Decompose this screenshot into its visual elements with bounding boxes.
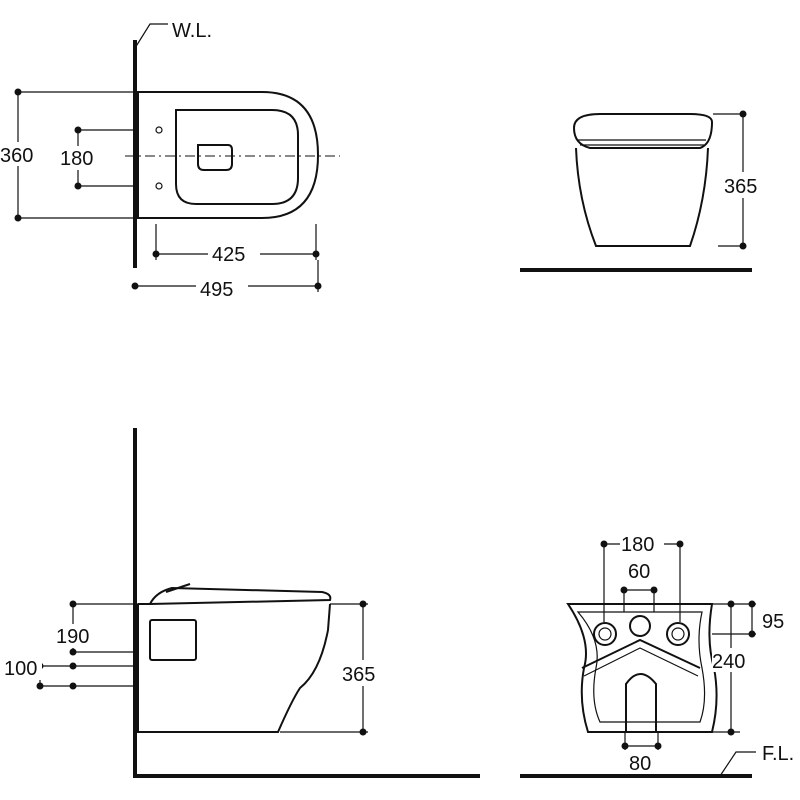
- wall-line-label: W.L.: [172, 20, 212, 42]
- bowl-outline: [137, 91, 320, 219]
- side-fixing-plate: [149, 619, 197, 661]
- floor-line-label: F.L.: [762, 743, 794, 765]
- bowl-outlet: [197, 144, 233, 171]
- side-seat: [138, 586, 332, 605]
- rear-dim-180-dot-left: [600, 540, 608, 548]
- dim-495-bg: [196, 274, 248, 298]
- rear-outlet: [625, 673, 657, 732]
- dim-360-label: 360: [0, 145, 33, 167]
- front-dim-dot-bottom: [739, 242, 747, 250]
- side-dim-100-label: 100: [4, 658, 37, 680]
- rear-dim-80-dot-left: [621, 742, 629, 750]
- front-dim-dot-top: [739, 110, 747, 118]
- side-dim-365-dot-top: [359, 600, 367, 608]
- dim-495-dot-right: [314, 282, 322, 290]
- dim-360-dot-top: [14, 88, 22, 96]
- rear-bolt-hole-left: [593, 622, 617, 646]
- dim-425-dot-right: [312, 250, 320, 258]
- side-bowl-body: [137, 603, 331, 733]
- side-dim-365-bg: [340, 660, 386, 686]
- wall-line-leader: [134, 23, 168, 49]
- rear-dim-180-bg: [620, 532, 664, 556]
- side-dim-100-dot-bottom: [36, 682, 44, 690]
- side-view: 365 190 100: [2, 428, 480, 778]
- rear-view: F.L. 180 60: [520, 532, 794, 778]
- dim-360-dot-bottom: [14, 214, 22, 222]
- dim-360-bg: [0, 142, 40, 166]
- rear-dim-240-bg: [712, 648, 754, 672]
- rear-chevron-top: [581, 638, 701, 669]
- side-dim-190-bg: [54, 624, 98, 648]
- side-dim-365-label: 365: [342, 664, 375, 686]
- rear-dim-180-dot-right: [676, 540, 684, 548]
- rear-dim-60-label: 60: [628, 561, 650, 583]
- dim-180-dot-bottom: [74, 182, 82, 190]
- rear-bolt-hole-left-inner: [598, 627, 612, 641]
- side-dim-100-dot-inner-top: [69, 662, 77, 670]
- rear-body-outline: [566, 603, 718, 733]
- dim-425-dot-left: [152, 250, 160, 258]
- rear-bolt-hole-right-inner: [671, 627, 685, 641]
- rear-dim-240-dot-top: [727, 600, 735, 608]
- fixing-hole-bottom: [155, 182, 163, 190]
- dim-425-label: 425: [212, 244, 245, 266]
- rear-dim-60-dot-right: [650, 586, 658, 594]
- rear-dim-60-dot-left: [620, 586, 628, 594]
- rear-dim-240-dot-bottom: [727, 728, 735, 736]
- dim-180-label: 180: [60, 148, 93, 170]
- rear-inner-recess: [576, 611, 706, 723]
- top-view: W.L. 360 180 425: [0, 20, 340, 301]
- side-seat-hinge: [165, 583, 191, 593]
- rear-dim-95-dot-bottom: [748, 630, 756, 638]
- front-view: 365: [520, 110, 768, 272]
- dim-180-dot-top: [74, 126, 82, 134]
- bowl-inner-rim: [175, 109, 299, 205]
- side-dim-100-bg: [2, 656, 42, 680]
- rear-dim-95-label: 95: [762, 611, 784, 633]
- front-seat-lid: [572, 113, 714, 149]
- floor-line-leader: [719, 751, 756, 777]
- rear-chevron-bottom: [583, 647, 699, 677]
- rear-dim-240-label: 240: [712, 651, 745, 673]
- rear-dim-180-label: 180: [621, 534, 654, 556]
- side-dim-100-dot-inner-bottom: [69, 682, 77, 690]
- dim-180-bg: [58, 146, 100, 170]
- side-dim-190-dot-bottom: [69, 648, 77, 656]
- rear-dim-95-dot-top: [748, 600, 756, 608]
- side-dim-365-dot-bottom: [359, 728, 367, 736]
- front-dim-bg: [722, 172, 768, 198]
- fixing-hole-top: [155, 126, 163, 134]
- side-dim-190-label: 190: [56, 626, 89, 648]
- side-dim-190-dot-top: [69, 600, 77, 608]
- front-dim-365-label: 365: [724, 176, 757, 198]
- dim-495-dot-left: [131, 282, 139, 290]
- rear-bolt-hole-right: [666, 622, 690, 646]
- rear-dim-80-dot-right: [654, 742, 662, 750]
- dim-495-label: 495: [200, 279, 233, 301]
- dim-425-bg: [208, 240, 260, 264]
- front-bowl: [575, 147, 709, 247]
- rear-water-inlet: [629, 615, 651, 637]
- rear-dim-80-label: 80: [629, 753, 651, 775]
